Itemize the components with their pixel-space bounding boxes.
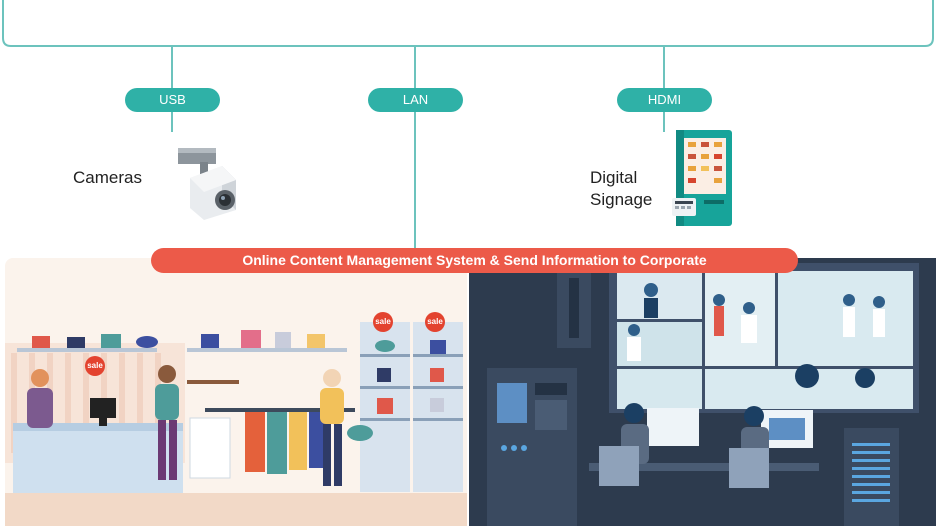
cms-banner: Online Content Management System & Send … xyxy=(151,248,798,273)
camera-icon xyxy=(178,148,236,220)
cameras-label: Cameras xyxy=(73,168,142,187)
lan-connector-line xyxy=(414,46,416,251)
signage-label-line1: Digital xyxy=(590,168,638,187)
usb-pill: USB xyxy=(125,88,220,112)
sale-badge: sale xyxy=(373,312,393,332)
sale-badge: sale xyxy=(425,312,445,332)
control-room-scene xyxy=(469,258,936,526)
lan-pill: LAN xyxy=(368,88,463,112)
retail-store-scene: sale sale sale xyxy=(5,258,467,526)
sale-badge: sale xyxy=(85,356,105,376)
hdmi-pill: HDMI xyxy=(617,88,712,112)
signage-label-line2: Signage xyxy=(590,190,653,209)
digital-signage-kiosk-icon xyxy=(672,130,732,226)
